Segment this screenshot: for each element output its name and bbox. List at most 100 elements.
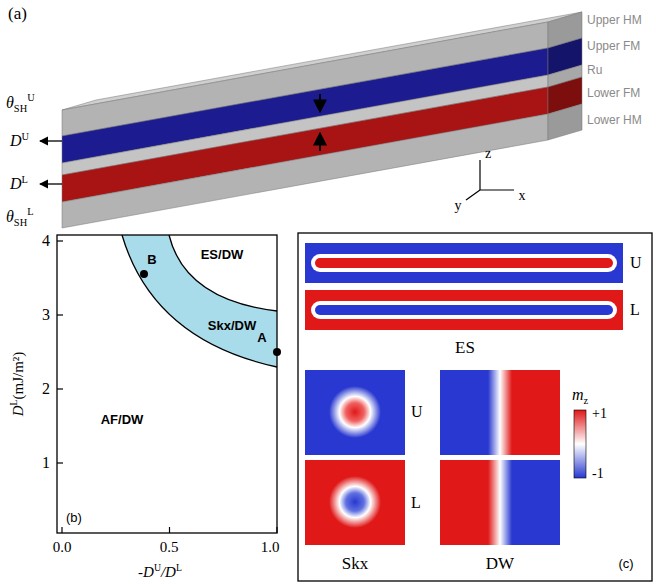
state-label-text: ES xyxy=(455,338,475,357)
layer-name: Upper FM xyxy=(587,40,640,53)
axis-title: -DU/DL xyxy=(138,563,182,581)
tick-label-text: 2 xyxy=(42,380,50,397)
panel-letter-text: (c) xyxy=(618,556,633,571)
colorbar-value-text: +1 xyxy=(592,406,607,421)
phase-boundary xyxy=(122,235,277,367)
spin-hall-angle-text: θ xyxy=(6,208,14,225)
panel-letter: (b) xyxy=(66,511,82,525)
axis-name: y xyxy=(455,199,462,214)
state-label: DW xyxy=(486,555,514,573)
state-label: ES xyxy=(455,339,475,357)
dmi-label: DL xyxy=(10,175,28,193)
layer-tag-text: L xyxy=(630,301,640,318)
dmi-arrow xyxy=(40,183,62,184)
point-label-text: B xyxy=(147,252,156,267)
region-label-text: AF/DW xyxy=(101,412,144,427)
axis-title-text: /D xyxy=(161,564,176,580)
point-label: A xyxy=(257,331,266,345)
axis-triad xyxy=(466,160,514,200)
point-label-text: A xyxy=(257,330,266,345)
colorbar-value-text: -1 xyxy=(592,466,604,481)
tick-label: 1.0 xyxy=(261,540,280,556)
layer-name-text: Lower FM xyxy=(587,86,640,100)
tick-label: 0.5 xyxy=(160,540,179,556)
layer-tag: L xyxy=(411,495,421,512)
state-label: Skx xyxy=(342,555,368,573)
colorbar-title-text: m xyxy=(572,386,584,403)
layer-tag-text: U xyxy=(630,254,642,271)
layer-tag: U xyxy=(630,255,642,272)
axis-name: z xyxy=(485,147,491,162)
axis-name-text: x xyxy=(519,188,526,203)
es-images xyxy=(305,243,623,330)
dmi-label: DU xyxy=(10,132,29,150)
spin-hall-angle-text: L xyxy=(27,206,33,217)
spin-hall-angle-text: SH xyxy=(14,217,27,228)
spin-hall-angle-text: U xyxy=(27,92,35,103)
layer-name-text: Ru xyxy=(587,63,602,77)
tick-label: 4 xyxy=(42,233,50,250)
axis-name-text: y xyxy=(455,198,462,213)
tick-label: 1 xyxy=(42,455,50,472)
axis-name-text: z xyxy=(485,146,491,161)
panel-frame xyxy=(298,233,652,581)
tick-label-text: 0.5 xyxy=(160,539,179,555)
panel-letter: (c) xyxy=(618,557,633,571)
phase-boundary xyxy=(169,235,277,311)
axis-title-text: L xyxy=(176,562,182,573)
layer-name: Lower HM xyxy=(587,114,642,127)
skx-images xyxy=(305,370,405,545)
point-label: B xyxy=(147,253,156,267)
dmi-label-text: L xyxy=(22,174,28,185)
colorbar-title: mz xyxy=(572,387,588,407)
spin-hall-angle: θSHU xyxy=(6,93,35,114)
axis-title-text: (mJ/m²) xyxy=(10,352,26,400)
tick-label-text: 4 xyxy=(42,232,50,249)
tick-marks xyxy=(57,241,277,533)
axis-title-text: U xyxy=(154,562,161,573)
dw-images xyxy=(440,370,560,545)
multilayer-stack xyxy=(62,12,582,228)
tick-label-text: 0.0 xyxy=(53,539,72,555)
point-marker xyxy=(273,348,281,356)
region-label: Skx/DW xyxy=(208,319,256,333)
dmi-label-text: D xyxy=(10,132,22,149)
layer-name-text: Lower HM xyxy=(587,113,642,127)
axis-title-text: D xyxy=(10,405,26,416)
tick-label: 2 xyxy=(42,381,50,398)
colorbar-value: +1 xyxy=(592,407,607,422)
region-label: ES/DW xyxy=(201,248,244,262)
dmi-arrow xyxy=(40,140,62,141)
spin-hall-angle-text: θ xyxy=(6,94,14,111)
plot-frame xyxy=(57,235,277,533)
tick-label: 3 xyxy=(42,307,50,324)
tick-label-text: 1 xyxy=(42,454,50,471)
colorbar-value: -1 xyxy=(592,467,604,482)
layer-name-text: Upper HM xyxy=(587,13,642,27)
spin-hall-angle: θSHL xyxy=(6,207,34,228)
point-marker xyxy=(140,270,148,278)
layer-tag-text: L xyxy=(411,494,421,511)
state-label-text: Skx xyxy=(342,554,368,573)
axis-title: DL(mJ/m²) xyxy=(9,352,27,417)
panel-letter-text: (b) xyxy=(66,510,82,525)
tick-label: 0.0 xyxy=(53,540,72,556)
colorbar-title-text: z xyxy=(583,395,588,406)
color-bar xyxy=(574,410,586,478)
layer-tag-text: U xyxy=(411,403,423,420)
layer-name: Lower FM xyxy=(587,87,640,100)
skx-region xyxy=(122,235,277,367)
region-label-text: Skx/DW xyxy=(208,318,256,333)
spin-hall-angle-text: SH xyxy=(14,103,27,114)
layer-name: Upper HM xyxy=(587,14,642,27)
layer-name-text: Upper FM xyxy=(587,39,640,53)
moment-arrow xyxy=(319,133,321,151)
axis-name: x xyxy=(519,189,526,204)
panel-letter-text: (a) xyxy=(8,4,27,23)
panel-letter: (a) xyxy=(8,5,27,23)
layer-name: Ru xyxy=(587,64,602,77)
region-label-text: ES/DW xyxy=(201,247,244,262)
tick-label-text: 1.0 xyxy=(261,539,280,555)
